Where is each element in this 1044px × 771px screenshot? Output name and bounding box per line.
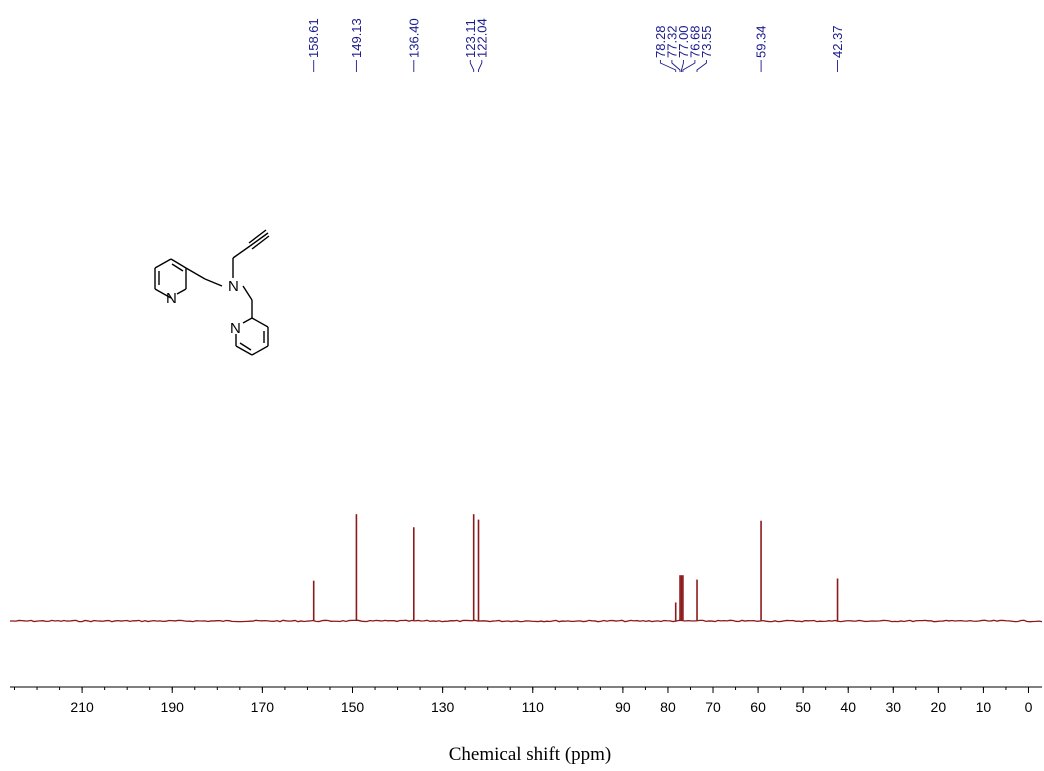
- bond: [242, 317, 253, 324]
- bond: [185, 267, 206, 280]
- bond: [248, 229, 267, 244]
- bond: [242, 285, 253, 301]
- peak-label: 77.00: [676, 25, 691, 58]
- x-axis-tick-label: 40: [840, 699, 856, 715]
- peak-label-leaders: [313, 60, 838, 72]
- x-axis-tick-label: 60: [750, 699, 766, 715]
- peak-label: 78.28: [653, 25, 668, 58]
- spectrum-peaks: [312, 514, 839, 621]
- x-axis-tick-label: 20: [931, 699, 947, 715]
- x-axis-tick-label: 30: [885, 699, 901, 715]
- x-axis-tick-label: 90: [615, 699, 631, 715]
- bond: [171, 263, 184, 272]
- peak-label-leader: [682, 60, 696, 72]
- peak-label-leader: [681, 60, 684, 72]
- bond: [170, 258, 187, 269]
- peak-label-leader: [469, 60, 475, 72]
- x-axis-tick-label: 0: [1025, 699, 1033, 715]
- peak-label: 136.40: [406, 18, 421, 58]
- peak-label: 77.32: [664, 25, 679, 58]
- x-axis-tick-label: 130: [431, 699, 455, 715]
- bond: [251, 345, 269, 356]
- peak-label-leader: [696, 60, 707, 72]
- bond: [154, 288, 172, 299]
- peak-label: 158.61: [306, 18, 321, 58]
- bond: [204, 278, 223, 287]
- bond: [251, 235, 270, 250]
- x-axis-ticks: [14, 687, 1029, 693]
- structure-atom-label: N: [166, 290, 177, 307]
- x-axis-tick-label: 50: [795, 699, 811, 715]
- bond: [235, 345, 253, 356]
- x-axis-tick-label: 150: [341, 699, 365, 715]
- spectrum-baseline: [9, 619, 1043, 623]
- peak-label: 122.04: [474, 18, 489, 58]
- x-axis-tick-label: 190: [161, 699, 185, 715]
- peak-label: 76.68: [687, 25, 702, 58]
- x-axis-tick-label: 210: [70, 699, 94, 715]
- x-axis-tick-label: 110: [522, 699, 545, 715]
- bond: [249, 232, 269, 247]
- bond: [176, 288, 187, 295]
- x-axis-tick-label: 70: [705, 699, 721, 715]
- molecule-structure: N N N: [154, 229, 270, 356]
- structure-atom-label: N: [230, 320, 241, 337]
- peak-label: 149.13: [349, 18, 364, 58]
- peak-label: 123.11: [463, 19, 478, 58]
- x-axis-tick-labels: 210 190 170 150 130 110 90 80 70 60 50 40 30 20 10 0: [70, 699, 1032, 715]
- peak-label-leader: [659, 60, 677, 72]
- x-axis-tick-label: 80: [660, 699, 676, 715]
- x-axis-tick-label: 10: [976, 699, 992, 715]
- structure-atom-label: N: [228, 278, 239, 295]
- peak-label: 42.37: [830, 25, 845, 58]
- peak-label-leader: [478, 60, 483, 72]
- bond: [232, 245, 251, 259]
- bond: [251, 317, 269, 328]
- peak-label-leader: [671, 60, 681, 72]
- peak-label: 59.34: [754, 25, 769, 58]
- bond: [239, 342, 252, 351]
- bond: [154, 258, 172, 269]
- peak-label: 73.55: [699, 25, 714, 58]
- x-axis-tick-label: 170: [251, 699, 275, 715]
- x-axis-label: Chemical shift (ppm): [449, 744, 612, 765]
